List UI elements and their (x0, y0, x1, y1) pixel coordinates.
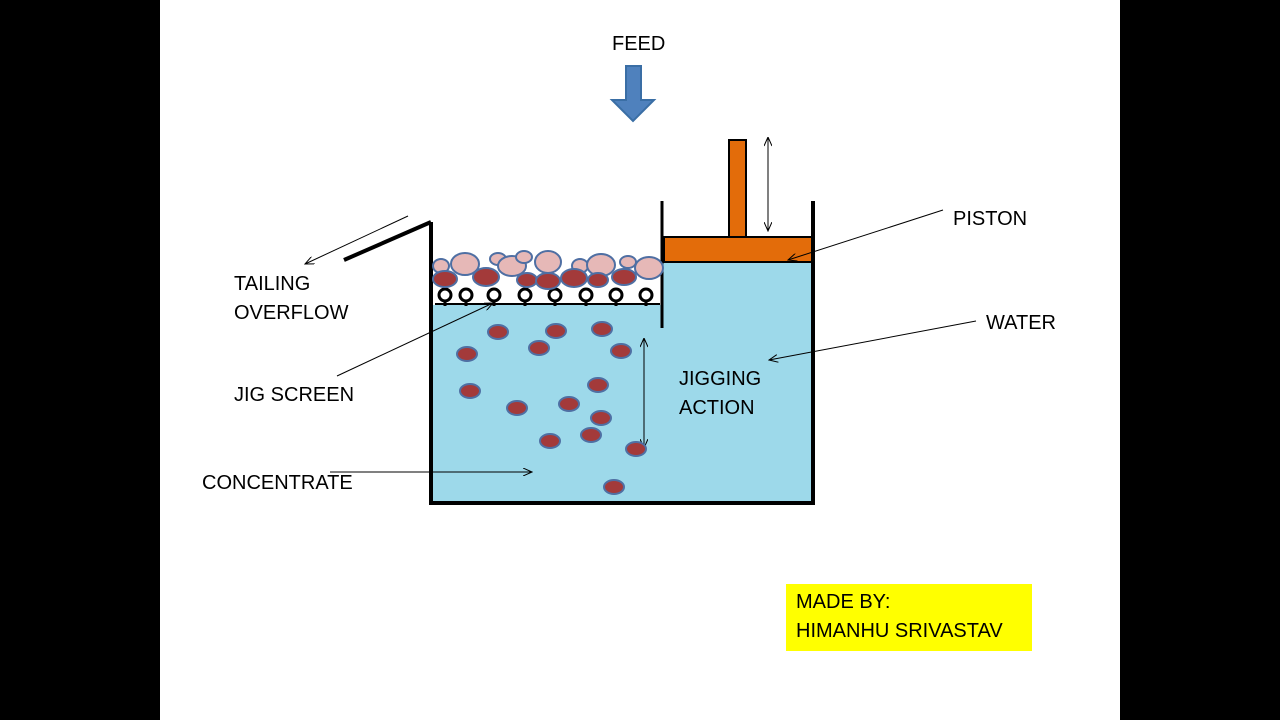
credit-box: MADE BY: HIMANHU SRIVASTAV (786, 584, 1032, 651)
heavy-particle (587, 272, 609, 288)
heavy-particle (456, 346, 478, 362)
piston-plate (663, 236, 813, 263)
screen-ring (517, 287, 533, 306)
heavy-particle (625, 441, 647, 457)
heavy-particle (545, 323, 567, 339)
water-left-chamber (432, 305, 663, 502)
slide: FEED PISTON WATER TAILING OVERFLOW JIG S… (160, 0, 1120, 720)
light-particle (515, 250, 533, 264)
screen-ring (578, 287, 594, 306)
heavy-particle (560, 268, 588, 288)
light-particles (432, 250, 664, 280)
screen-ring (608, 287, 624, 306)
jigging-action-label: JIGGING ACTION (679, 365, 761, 423)
heavy-particle (487, 324, 509, 340)
water-right-chamber (663, 262, 812, 502)
piston-pointer (788, 209, 944, 260)
heavy-particle (432, 270, 458, 288)
heavy-particle (535, 272, 561, 290)
tailing-label-line1: TAILING (234, 273, 311, 295)
tailing-label-line2: OVERFLOW (234, 302, 349, 324)
screen-ring (437, 287, 453, 306)
jig-diagram (160, 65, 977, 505)
tailing-overflow-label: TAILING OVERFLOW (234, 270, 348, 328)
light-particle (634, 256, 664, 280)
heavy-particle (558, 396, 580, 412)
heavy-particle (472, 267, 500, 287)
heavy-particle (587, 377, 609, 393)
heavy-particle (591, 321, 613, 337)
credit-line1: MADE BY: (796, 591, 891, 613)
screen-ring (638, 287, 654, 306)
heavy-particle (611, 268, 637, 286)
piston-label: PISTON (953, 208, 1028, 230)
jigging-label-line2: ACTION (679, 397, 755, 419)
jig-screen-pointer (336, 303, 493, 377)
light-particle (534, 250, 562, 274)
heavy-particle (528, 340, 550, 356)
heavy-particle (590, 410, 612, 426)
heavy-particle (516, 272, 538, 288)
heavy-particle (610, 343, 632, 359)
water-label: WATER (986, 312, 1056, 334)
tailing-pointer (305, 215, 409, 264)
overflow-lip (343, 220, 432, 262)
feed-arrow-icon (609, 65, 657, 123)
credit-line2: HIMANHU SRIVASTAV (796, 620, 1003, 642)
light-particle (619, 255, 637, 269)
jig-screen (435, 287, 660, 306)
heavy-particle (539, 433, 561, 449)
heavy-particle (603, 479, 625, 495)
water-pointer (769, 320, 977, 360)
piston-rod (728, 139, 747, 238)
jigging-label-line1: JIGGING (679, 368, 762, 390)
heavy-particle (506, 400, 528, 416)
jig-screen-label: JIG SCREEN (234, 384, 355, 406)
heavy-particles (432, 267, 647, 495)
feed-label: FEED (612, 33, 666, 55)
heavy-particle (459, 383, 481, 399)
screen-ring (547, 287, 563, 306)
screen-ring (458, 287, 474, 306)
screen-ring (486, 287, 502, 306)
light-particle (450, 252, 480, 276)
concentrate-label: CONCENTRATE (202, 472, 353, 494)
heavy-particle (580, 427, 602, 443)
